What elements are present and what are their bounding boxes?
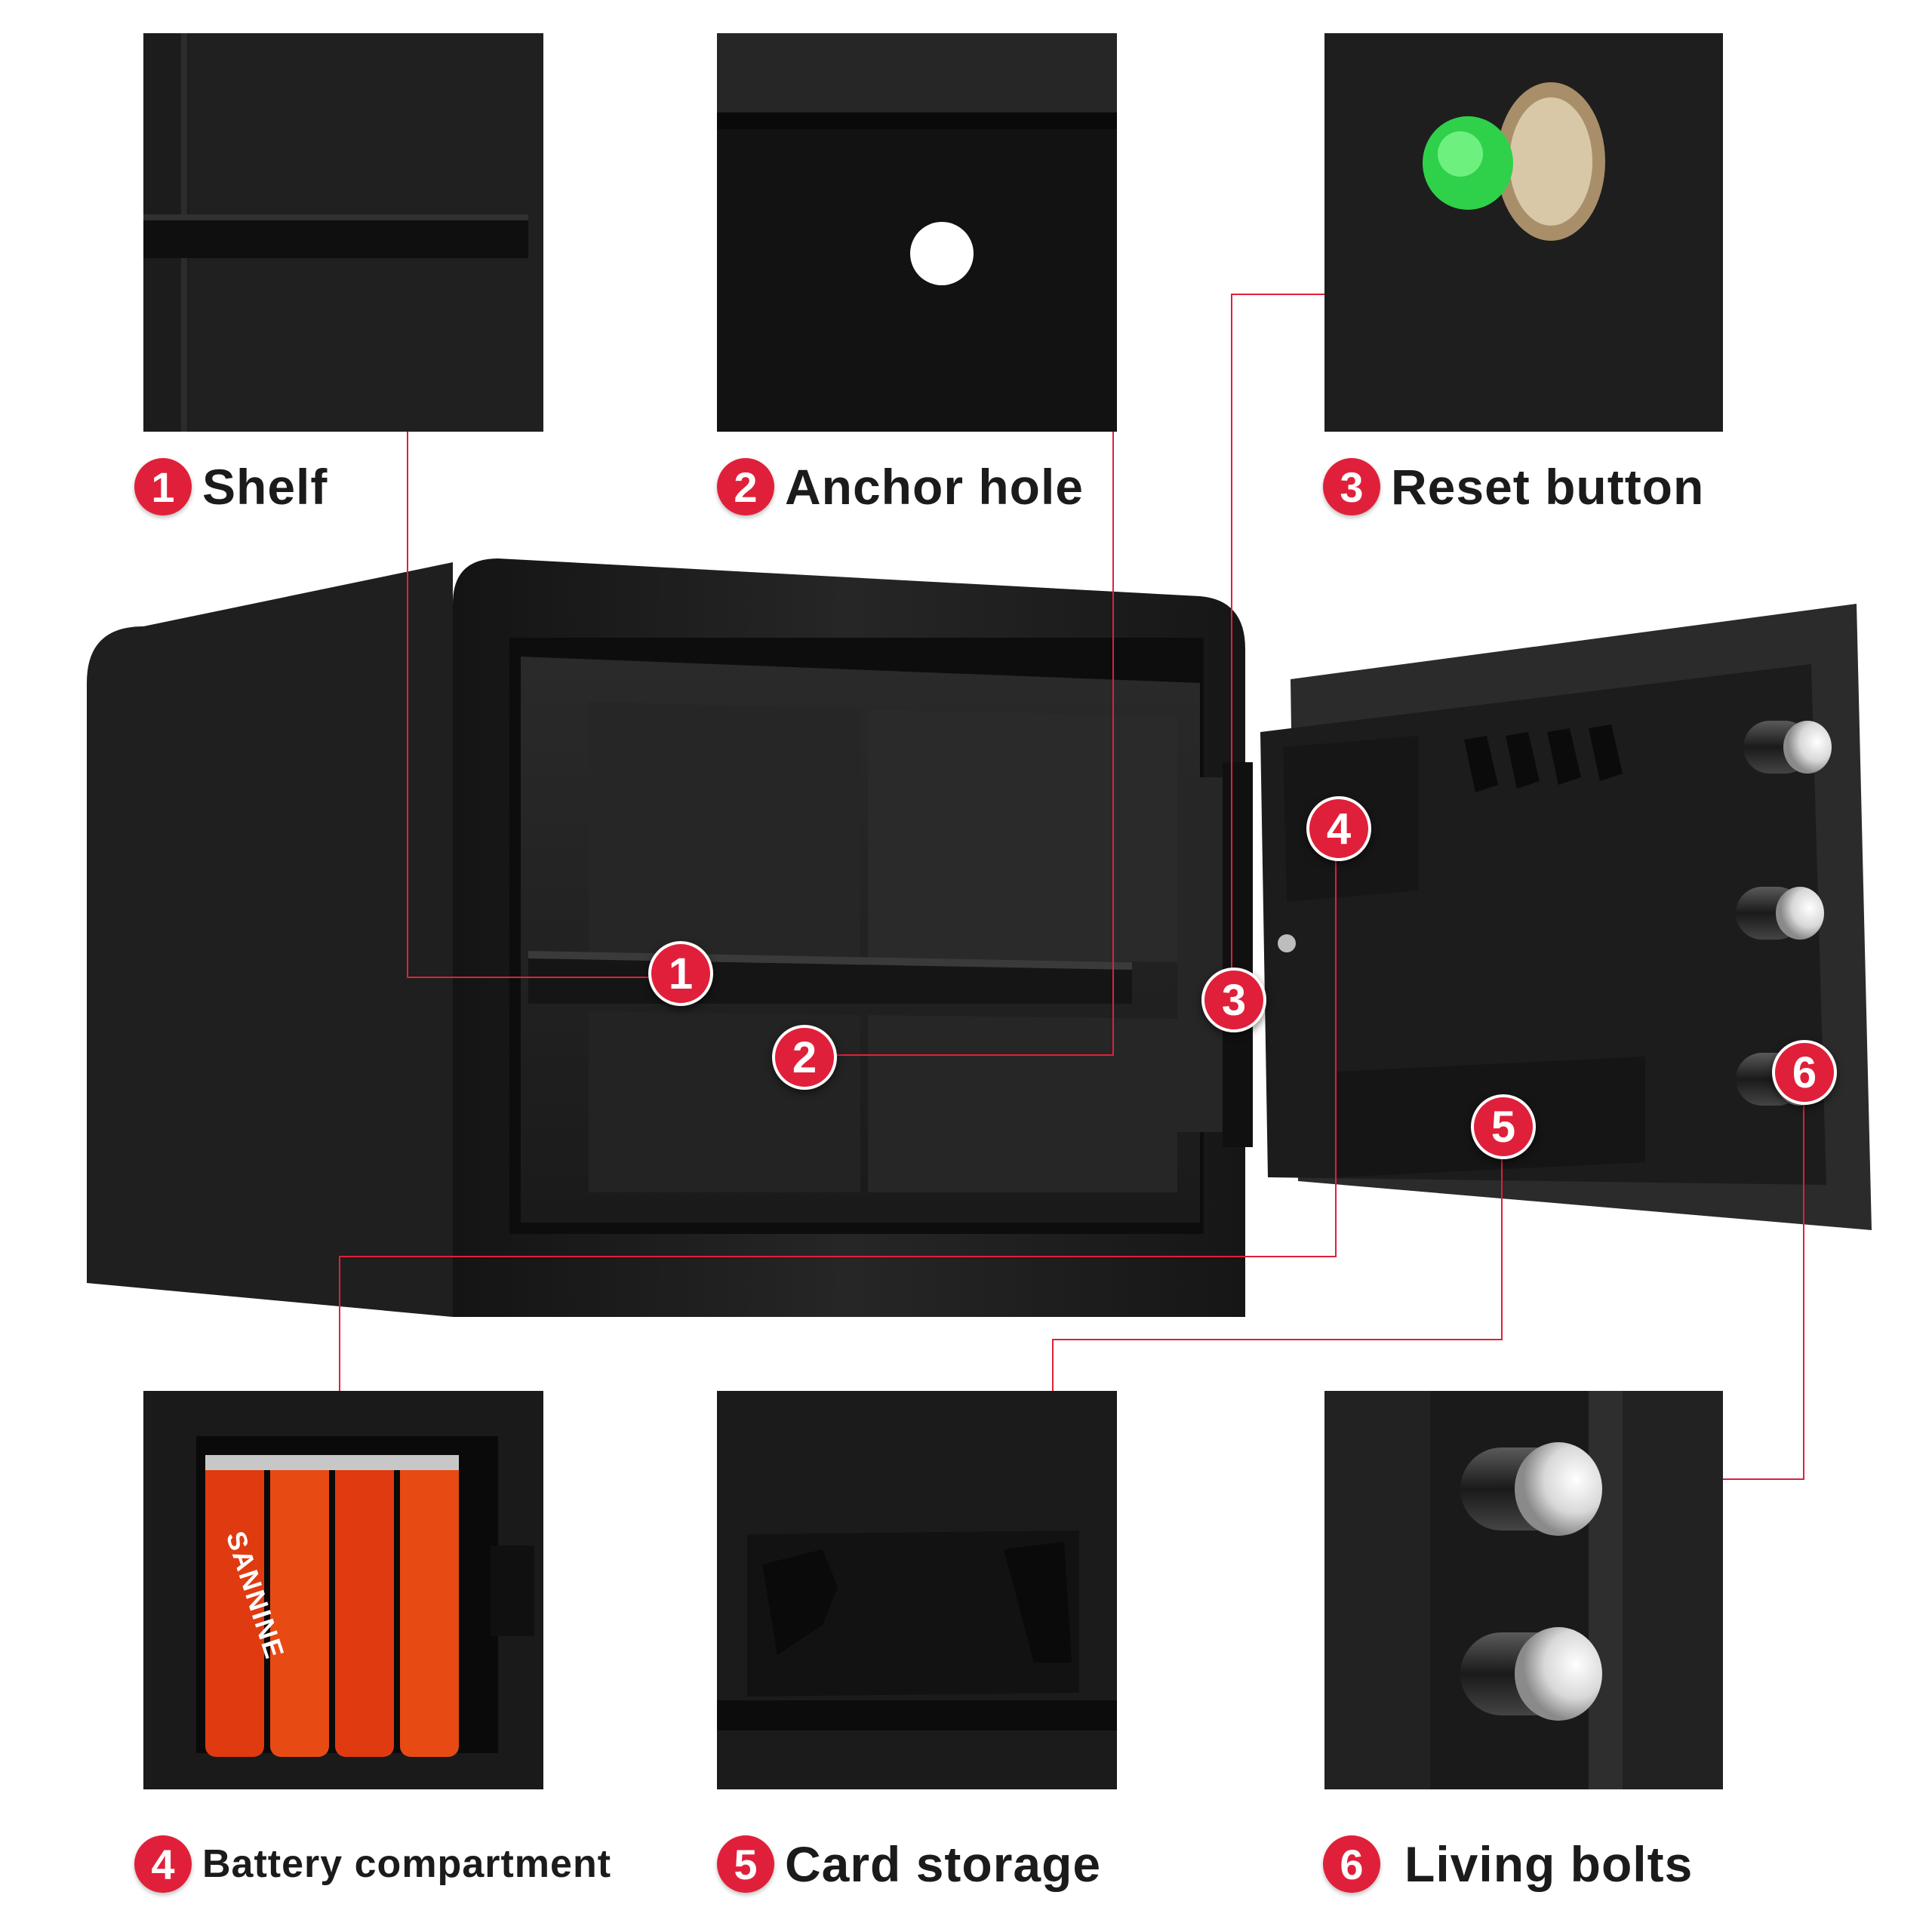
safe-body-side [87, 562, 453, 1317]
feature-label-shelf: 1 Shelf [134, 458, 328, 515]
batteries [205, 1455, 459, 1757]
badge-3: 3 [1323, 458, 1380, 515]
living-bolts-photo [1324, 1391, 1723, 1789]
anchor-hole-photo [717, 33, 1117, 432]
feature-label-reset-button: 3 Reset button [1323, 458, 1704, 515]
feature-name: Living bolts [1404, 1836, 1694, 1892]
badge-6: 6 [1323, 1835, 1380, 1893]
callout-reset-button: 3 [1201, 968, 1266, 1032]
feature-label-card-storage: 5 Card storage [717, 1835, 1101, 1893]
card-storage-photo [717, 1391, 1117, 1789]
callout-anchor-hole: 2 [772, 1025, 837, 1090]
feature-label-battery-compartment: 4 Battery compartment [134, 1835, 611, 1893]
feature-name: Shelf [202, 459, 328, 515]
battery-compartment-photo: SANNINE [143, 1391, 543, 1789]
badge-4: 4 [134, 1835, 192, 1893]
callout-battery-compartment: 4 [1306, 796, 1371, 861]
safe-interior [509, 638, 1204, 1234]
feature-name: Reset button [1391, 459, 1705, 515]
feature-label-anchor-hole: 2 Anchor hole [717, 458, 1084, 515]
safe-door [1291, 604, 1872, 1230]
safe-front [453, 558, 1245, 1317]
feature-name: Anchor hole [785, 459, 1084, 515]
shelf-photo [143, 33, 543, 432]
badge-2: 2 [717, 458, 774, 515]
callout-card-storage: 5 [1471, 1094, 1536, 1159]
feature-name: Battery compartment [202, 1842, 612, 1886]
badge-1: 1 [134, 458, 192, 515]
shelf [528, 955, 1132, 1004]
callout-shelf: 1 [648, 941, 713, 1006]
badge-5: 5 [717, 1835, 774, 1893]
callout-living-bolts: 6 [1772, 1040, 1837, 1105]
reset-button-photo [1324, 33, 1723, 432]
feature-name: Card storage [785, 1836, 1102, 1892]
feature-label-living-bolts: 6 Living bolts [1323, 1835, 1693, 1893]
